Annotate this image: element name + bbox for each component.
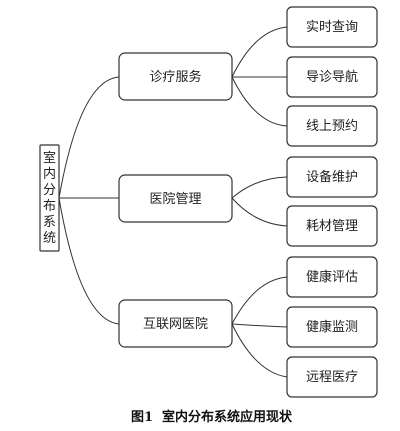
connector-branch-3-to-leaf-3 [231, 323, 288, 378]
leaf-node-1-2: 导诊导航 [286, 56, 378, 98]
leaf-label-2-1: 设备维护 [306, 169, 358, 185]
root-label-char-2: 内 [43, 166, 56, 182]
caption-number: 图1 [131, 410, 153, 425]
connector-branch-3-to-leaf-2 [231, 323, 288, 328]
leaf-node-3-1: 健康评估 [286, 256, 378, 298]
connector-root-to-branch-1 [58, 76, 120, 199]
root-label-char-6: 统 [43, 231, 56, 246]
leaf-node-2-1: 设备维护 [286, 156, 378, 198]
branch-label-3: 互联网医院 [143, 317, 208, 332]
figure-caption: 图1 室内分布系统应用现状 [131, 409, 293, 425]
leaf-label-1-2: 导诊导航 [306, 69, 358, 85]
leaf-label-2-2: 耗材管理 [306, 219, 358, 234]
connector-root-to-branch-3 [58, 197, 120, 325]
branch-label-1: 诊疗服务 [149, 69, 201, 85]
branch-node-3: 互联网医院 [118, 299, 233, 348]
connector-branch-2-to-leaf-1 [231, 176, 288, 199]
branch-node-1: 诊疗服务 [118, 52, 233, 101]
leaf-label-3-2: 健康监测 [306, 319, 358, 335]
leaf-node-3-3: 远程医疗 [286, 356, 378, 398]
root-node: 室 内 分 布 系 统 [39, 144, 60, 252]
leaf-label-1-1: 实时查询 [306, 20, 358, 35]
leaf-label-3-1: 健康评估 [306, 269, 358, 285]
branch-label-2: 医院管理 [149, 192, 201, 207]
root-label-char-4: 布 [43, 199, 56, 214]
connector-branch-2-to-leaf-2 [231, 197, 288, 227]
leaf-node-1-1: 实时查询 [286, 6, 378, 48]
leaf-label-3-3: 远程医疗 [306, 370, 358, 385]
connector-branch-1-to-leaf-3 [231, 76, 288, 127]
caption-text: 室内分布系统应用现状 [162, 409, 293, 425]
leaf-node-2-2: 耗材管理 [286, 205, 378, 247]
root-label-char-3: 分 [43, 183, 56, 198]
connector-branch-3-to-leaf-1 [231, 276, 288, 325]
connector-branch-1-to-leaf-1 [231, 26, 288, 78]
leaf-label-1-3: 线上预约 [306, 119, 358, 134]
leaf-node-3-2: 健康监测 [286, 306, 378, 348]
root-label-char-5: 系 [43, 215, 56, 230]
root-label-char-1: 室 [43, 150, 56, 166]
branch-node-2: 医院管理 [118, 174, 233, 223]
leaf-node-1-3: 线上预约 [286, 105, 378, 147]
connector-lines [58, 26, 288, 378]
